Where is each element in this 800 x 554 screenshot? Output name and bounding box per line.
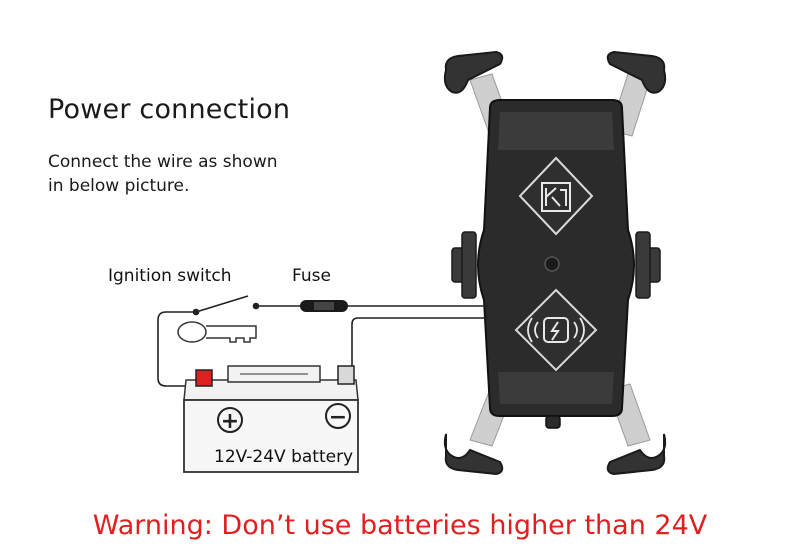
minus-sign-circle [325, 403, 351, 429]
fuse-label: Fuse [292, 266, 331, 286]
negative-terminal [337, 365, 355, 385]
side-clamps [451, 231, 661, 299]
instructions-line-2: in below picture. [48, 176, 190, 196]
instructions-line-1: Connect the wire as shown [48, 152, 278, 172]
mount-body-lower-panel [498, 372, 614, 404]
center-sensor [544, 256, 560, 272]
battery-label: 12V-24V battery [214, 447, 353, 467]
mount-grips [443, 50, 667, 476]
ignition-switch-lever [195, 295, 249, 313]
switch-to-battery-wire [157, 311, 196, 387]
positive-terminal [195, 369, 213, 387]
voltage-warning: Warning: Don’t use batteries higher than… [92, 510, 708, 541]
phone-mount [443, 50, 667, 476]
brand-logo-diamond [518, 156, 594, 236]
battery: + − 12V-24V battery [183, 365, 359, 473]
wiring [157, 295, 488, 387]
page-title: Power connection [48, 94, 291, 125]
ignition-switch-label: Ignition switch [108, 266, 232, 286]
mount-body-highlight [498, 112, 614, 150]
plus-sign-circle [217, 407, 243, 433]
instructions: Connect the wire as shown in below pictu… [48, 150, 278, 198]
ground-cable [351, 317, 488, 372]
plus-symbol: + [221, 409, 239, 434]
minus-symbol: − [329, 405, 347, 430]
fuse [300, 300, 348, 312]
mount-base-stub [545, 415, 561, 429]
ignition-key [177, 321, 257, 343]
wireless-charging-diamond [514, 288, 598, 372]
